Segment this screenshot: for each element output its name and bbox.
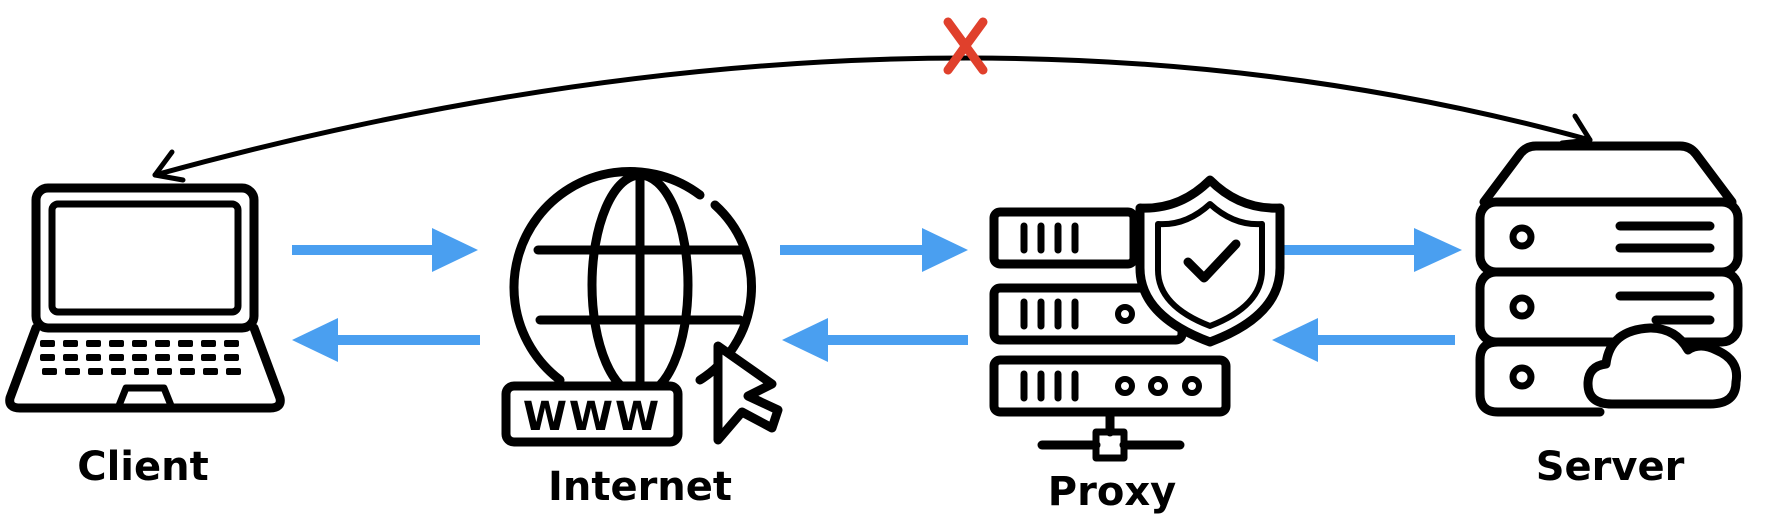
globe-www-icon: WWW — [501, 167, 783, 447]
flow-arrows — [292, 228, 1462, 362]
direct-connection-arc — [152, 55, 1593, 183]
node-label-proxy: Proxy — [1048, 469, 1176, 515]
arrow-internet-to-client — [292, 318, 480, 362]
arrow-proxy-to-internet — [782, 318, 968, 362]
server-cloud-icon — [1475, 141, 1743, 417]
laptop-icon — [5, 183, 285, 413]
www-text: WWW — [523, 394, 661, 440]
node-label-internet: Internet — [548, 464, 732, 510]
arrow-client-to-internet — [292, 228, 478, 272]
arrow-server-to-proxy — [1272, 318, 1455, 362]
server-shield-icon — [989, 175, 1285, 462]
arrow-proxy-to-server — [1280, 228, 1462, 272]
blocked-x-icon — [943, 17, 988, 75]
arrow-internet-to-proxy — [780, 228, 968, 272]
node-label-client: Client — [77, 444, 209, 490]
node-label-server: Server — [1536, 444, 1685, 490]
